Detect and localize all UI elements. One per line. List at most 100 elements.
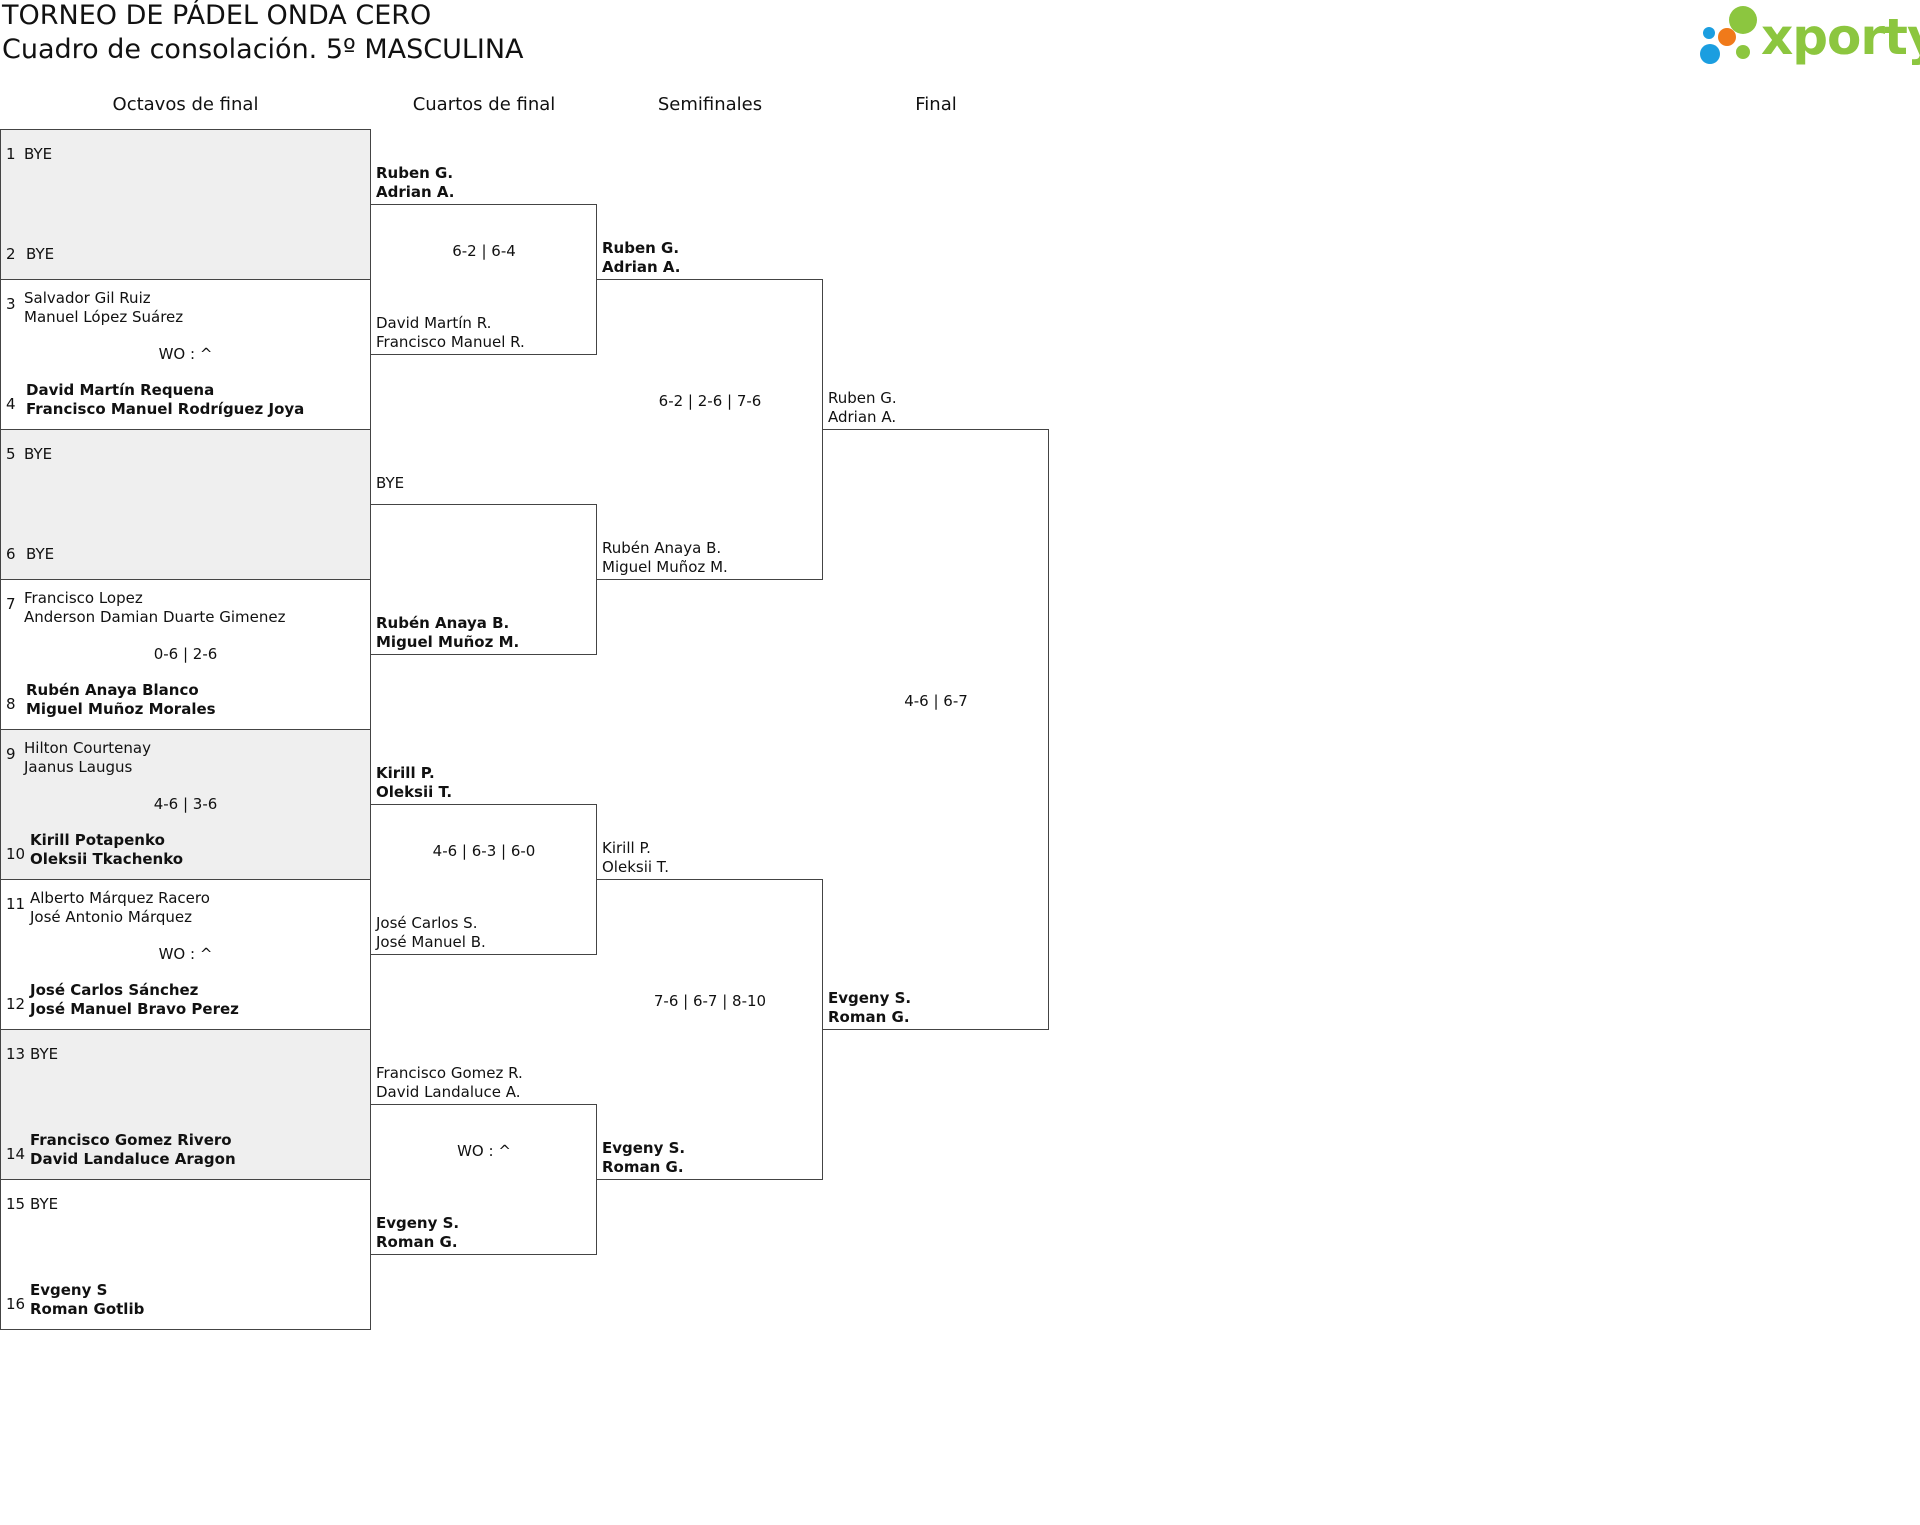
team-a-line: Kirill P. [376, 764, 435, 782]
team-a-line: Francisco Gomez R. [376, 1064, 523, 1082]
seed-number: 8 [6, 695, 16, 713]
team-b-line: Rubén Anaya B. [376, 614, 510, 632]
team-b-line: José Carlos S. [376, 914, 478, 932]
team-a-line: Ruben G. [828, 389, 897, 407]
team-a-line: José Antonio Márquez [30, 908, 193, 926]
match-score: 0-6 | 2-6 [153, 645, 218, 663]
match-score: WO : ^ [158, 345, 213, 363]
team-a-line: Ruben G. [376, 164, 454, 182]
match-score: 7-6 | 6-7 | 8-10 [653, 992, 767, 1010]
match-box-qf [371, 804, 597, 955]
match-box-sf [597, 879, 823, 1180]
round-header-final: Final [915, 94, 957, 115]
logo-wordmark: xporty [1761, 8, 1920, 66]
match-box-r16 [0, 429, 371, 580]
team-a-line: David Landaluce A. [376, 1083, 521, 1101]
team-b-line: David Landaluce Aragon [30, 1150, 236, 1168]
team-a-line: Adrian A. [376, 183, 455, 201]
team-a-line: BYE [376, 473, 405, 492]
round-header-cuartos: Cuartos de final [412, 94, 556, 115]
seed-number: 11 [6, 895, 26, 913]
team-a-line: Alberto Márquez Racero [30, 889, 210, 907]
seed-number: 12 [6, 995, 26, 1013]
round-header-semifinales: Semifinales [657, 94, 763, 115]
seed-number: 7 [6, 595, 16, 613]
seed-number: 5 [6, 445, 16, 463]
team-b-line: Roman G. [602, 1158, 684, 1176]
match-score: 6-2 | 6-4 [452, 242, 516, 260]
team-b-line: Roman G. [376, 1233, 458, 1251]
seed-number: 1 [6, 145, 16, 163]
match-box-r16 [0, 129, 371, 280]
seed-number: 15 [6, 1195, 26, 1213]
match-box-r16 [0, 729, 371, 880]
round-header-octavos: Octavos de final [112, 94, 259, 115]
team-b-line: Roman G. [828, 1008, 910, 1026]
team-b-line: Miguel Muñoz Morales [26, 700, 216, 718]
team-a-line: Oleksii T. [602, 858, 669, 876]
team-b-line: Miguel Muñoz M. [602, 558, 728, 576]
team-b-line: David Martín Requena [26, 381, 215, 399]
match-score: WO : ^ [158, 945, 213, 963]
team-b-line: Evgeny S. [828, 989, 912, 1007]
team-a-line: Manuel López Suárez [24, 308, 184, 326]
team-a-line: Ruben G. [602, 239, 680, 257]
team-a-line: BYE [24, 444, 53, 463]
match-box-r16 [0, 1029, 371, 1180]
team-a-line: Adrian A. [602, 258, 681, 276]
team-b-line: Evgeny S. [602, 1139, 686, 1157]
team-a-line: Oleksii T. [376, 783, 453, 801]
team-b-line: Evgeny S. [376, 1214, 460, 1232]
seed-number: 2 [6, 245, 16, 263]
team-b-line: Kirill Potapenko [30, 831, 165, 849]
team-b-line: Miguel Muñoz M. [376, 633, 520, 651]
team-b-line: José Manuel Bravo Perez [30, 1000, 239, 1018]
seed-number: 6 [6, 545, 16, 563]
match-box-final [823, 429, 1049, 1030]
seed-number: 4 [6, 395, 16, 413]
team-b-line: José Manuel B. [376, 933, 486, 951]
team-b-line: David Martín R. [376, 314, 492, 332]
logo-dots-icon [1700, 6, 1757, 64]
team-b-line: Francisco Gomez Rivero [30, 1131, 232, 1149]
team-a-line: BYE [30, 1194, 59, 1213]
seed-number: 9 [6, 745, 16, 763]
team-a-line: Hilton Courtenay [24, 739, 151, 757]
team-b-line: Oleksii Tkachenko [30, 850, 184, 868]
page-subtitle: Cuadro de consolación. 5º MASCULINA [2, 34, 524, 65]
team-b-line: BYE [26, 544, 55, 563]
team-b-line: Evgeny S [30, 1281, 108, 1299]
match-box-r16 [0, 1179, 371, 1330]
match-score: 6-2 | 2-6 | 7-6 [658, 392, 762, 410]
team-b-line: BYE [26, 244, 55, 263]
match-score: 4-6 | 6-3 | 6-0 [432, 842, 536, 860]
page-title: TORNEO DE PÁDEL ONDA CERO [2, 0, 432, 31]
match-score: 4-6 | 3-6 [153, 795, 218, 813]
team-b-line: José Carlos Sánchez [30, 981, 199, 999]
team-a-line: Jaanus Laugus [24, 758, 133, 776]
match-score: 4-6 | 6-7 [904, 692, 968, 710]
seed-number: 10 [6, 845, 26, 863]
team-b-line: Rubén Anaya B. [602, 539, 722, 557]
team-b-line: Rubén Anaya Blanco [26, 681, 199, 699]
team-a-line: Salvador Gil Ruiz [24, 289, 151, 307]
match-box-qf [371, 1104, 597, 1255]
match-box-qf [371, 504, 597, 655]
seed-number: 14 [6, 1145, 26, 1163]
team-b-line: Francisco Manuel Rodríguez Joya [26, 400, 305, 418]
seed-number: 13 [6, 1045, 26, 1063]
xporty-logo: xporty [1693, 0, 1920, 70]
seed-number: 3 [6, 295, 16, 313]
team-a-line: Francisco Lopez [24, 589, 143, 607]
match-score: WO : ^ [457, 1142, 511, 1160]
team-a-line: BYE [24, 144, 53, 163]
team-a-line: Kirill P. [602, 839, 651, 857]
team-b-line: Francisco Manuel R. [376, 333, 525, 351]
team-a-line: Adrian A. [828, 408, 897, 426]
team-b-line: Roman Gotlib [30, 1300, 145, 1318]
match-box-sf [597, 279, 823, 580]
seed-number: 16 [6, 1295, 26, 1313]
team-a-line: BYE [30, 1044, 59, 1063]
team-a-line: Anderson Damian Duarte Gimenez [24, 608, 286, 626]
match-box-qf [371, 204, 597, 355]
